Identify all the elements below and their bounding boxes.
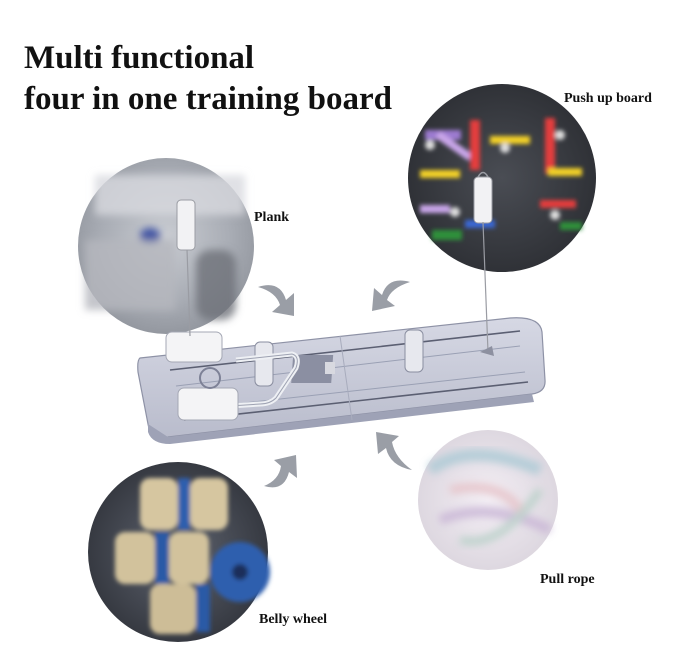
headline-line-2: four in one training board <box>24 81 392 117</box>
push-up-board-photo-circle <box>408 84 596 272</box>
arrow-push-up-icon <box>372 280 410 311</box>
plank-photo-circle <box>78 158 254 334</box>
pull-rope-photo-circle <box>418 430 558 570</box>
plank-hook <box>176 199 196 251</box>
belly-wheel-photo-circle <box>88 462 270 642</box>
arrow-plank-icon <box>258 285 294 316</box>
label-belly-wheel: Belly wheel <box>259 612 328 627</box>
training-board <box>137 219 546 444</box>
headline-line-1: Multi functional <box>24 40 255 76</box>
arrow-belly-wheel-icon <box>264 455 297 488</box>
headline: Multi functional four in one training bo… <box>24 38 392 120</box>
arrow-pull-rope-icon <box>376 432 412 470</box>
label-push-up-board: Push up board <box>564 91 652 106</box>
label-pull-rope: Pull rope <box>540 572 595 587</box>
label-plank: Plank <box>254 210 290 225</box>
